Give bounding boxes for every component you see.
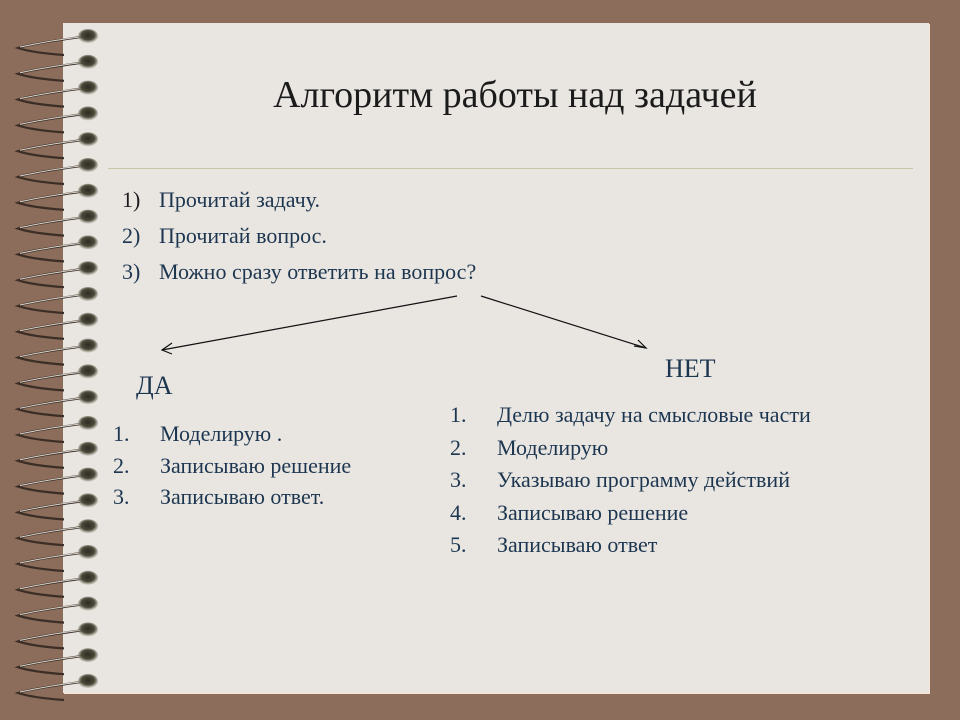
step-number: 2) bbox=[122, 223, 141, 248]
list-item: 1. Делю задачу на смысловые части bbox=[450, 399, 811, 432]
item-number: 2. bbox=[450, 434, 467, 460]
step-2: 2) Прочитай вопрос. bbox=[122, 218, 476, 254]
step-number: 3) bbox=[122, 259, 141, 284]
step-text: Можно сразу ответить на вопрос? bbox=[159, 259, 477, 284]
item-number: 3. bbox=[450, 467, 467, 492]
item-text: Моделирую bbox=[497, 434, 609, 460]
item-number: 1. bbox=[113, 421, 130, 446]
list-item: 3. Указываю программу действий bbox=[450, 464, 811, 497]
step-number: 1) bbox=[122, 187, 141, 212]
step-3: 3) Можно сразу ответить на вопрос? bbox=[122, 254, 476, 290]
step-text: Прочитай задачу. bbox=[159, 187, 320, 212]
item-number: 5. bbox=[450, 532, 467, 557]
item-text: Записываю ответ. bbox=[160, 484, 325, 509]
arrow-right-icon bbox=[480, 295, 648, 349]
list-item: 2. Моделирую bbox=[450, 432, 811, 465]
yes-label: ДА bbox=[136, 371, 173, 400]
slide-title: Алгоритм работы над задачей bbox=[273, 74, 757, 116]
item-number: 2. bbox=[113, 452, 130, 478]
item-text: Записываю ответ bbox=[497, 532, 658, 557]
no-label: НЕТ bbox=[665, 354, 716, 383]
list-item: 2. Записываю решение bbox=[113, 450, 351, 482]
list-item: 5. Записываю ответ bbox=[450, 529, 811, 562]
item-number: 1. bbox=[450, 402, 467, 427]
item-number: 3. bbox=[113, 484, 130, 509]
no-steps-list: 1. Делю задачу на смысловые части 2. Модел… bbox=[450, 399, 811, 562]
yes-steps-list: 1. Моделирую . 2. Записываю решение 3. Запи… bbox=[113, 418, 351, 513]
item-number: 4. bbox=[450, 499, 467, 525]
list-item: 4. Записываю решение bbox=[450, 497, 811, 530]
step-1: 1) Прочитай задачу. bbox=[122, 182, 476, 218]
arrow-left-icon bbox=[160, 295, 458, 355]
list-item: 3. Записываю ответ. bbox=[113, 481, 351, 513]
title-divider bbox=[108, 168, 913, 169]
item-text: Указываю программу действий bbox=[497, 467, 790, 492]
item-text: Записываю решение bbox=[160, 452, 352, 478]
notebook-page bbox=[63, 23, 929, 693]
algorithm-steps: 1) Прочитай задачу. 2) Прочитай вопрос. 3)… bbox=[122, 182, 476, 290]
item-text: Записываю решение bbox=[497, 499, 689, 525]
step-text: Прочитай вопрос. bbox=[159, 223, 327, 248]
list-item: 1. Моделирую . bbox=[113, 418, 351, 450]
item-text: Моделирую . bbox=[160, 421, 283, 446]
item-text: Делю задачу на смысловые части bbox=[497, 402, 811, 427]
